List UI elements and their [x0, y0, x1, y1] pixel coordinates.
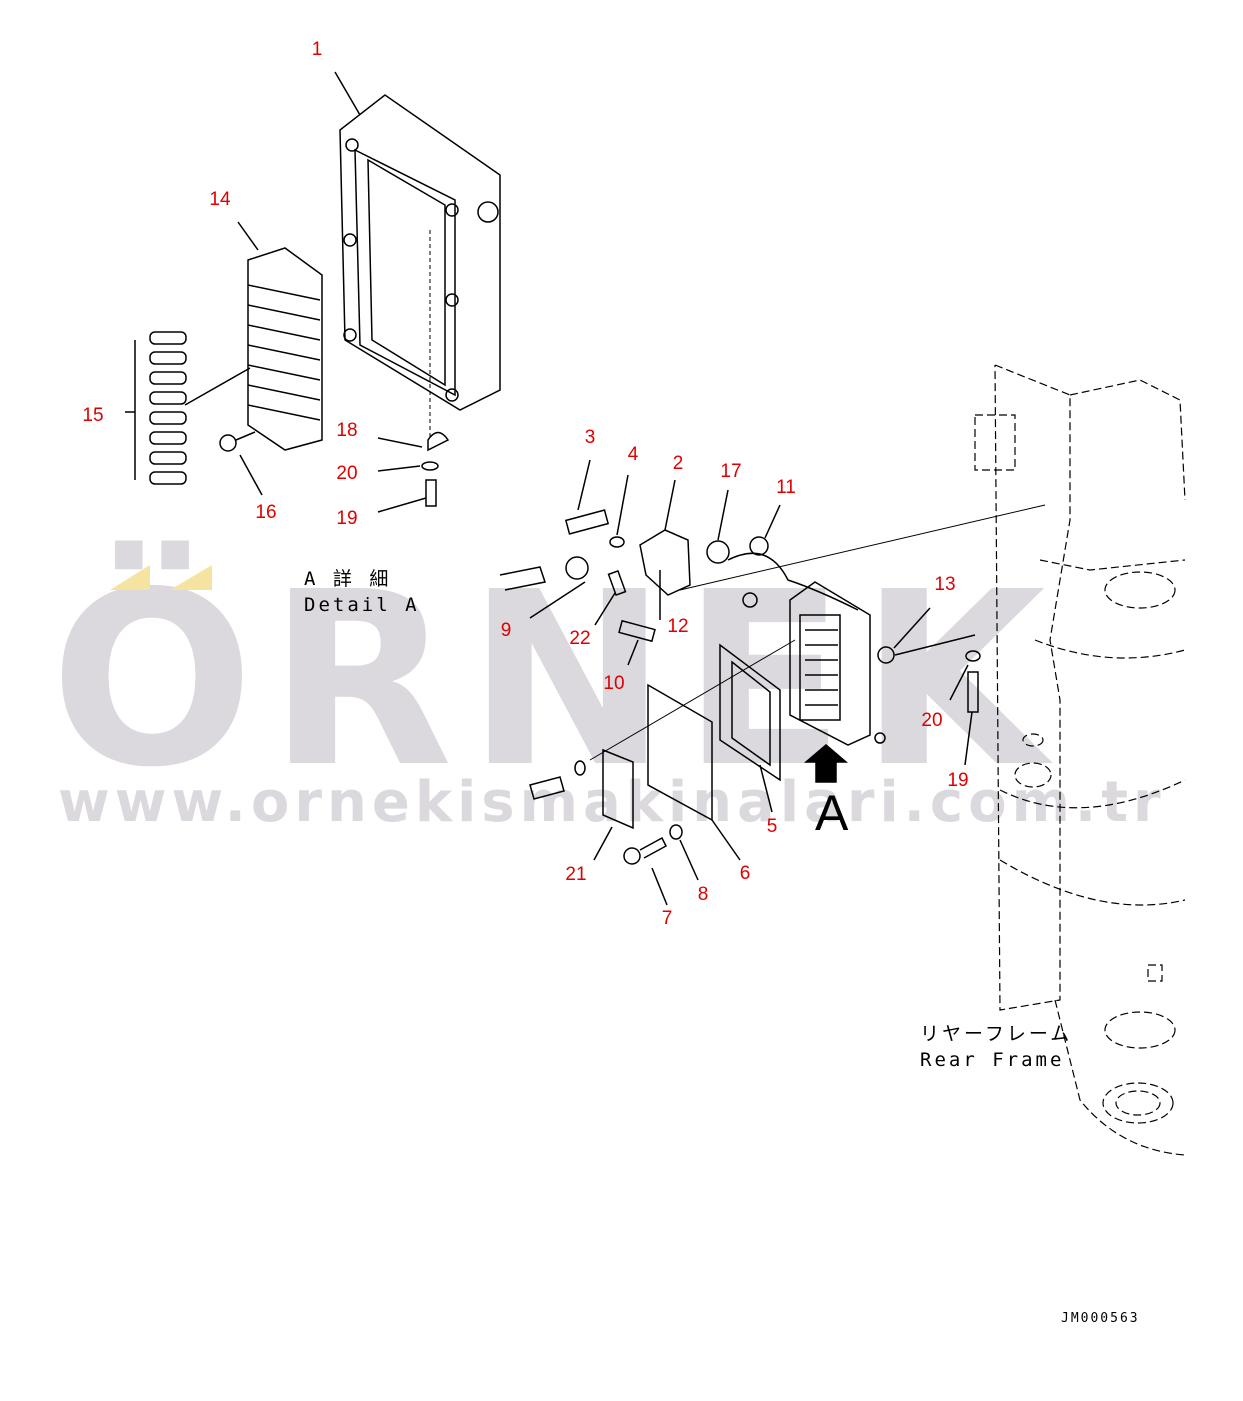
callout-5[interactable]: 5: [766, 816, 778, 837]
callout-21[interactable]: 21: [565, 864, 587, 885]
watermark-url: www.ornekismakinalari.com.tr: [58, 770, 1166, 835]
callout-16[interactable]: 16: [255, 502, 277, 523]
detail-label: A 詳 細 Detail A: [304, 566, 420, 618]
callout-22[interactable]: 22: [569, 628, 591, 649]
callout-9[interactable]: 9: [500, 620, 512, 641]
callout-8[interactable]: 8: [697, 884, 709, 905]
callout-6[interactable]: 6: [739, 863, 751, 884]
callout-20b[interactable]: 20: [921, 710, 943, 731]
callout-2[interactable]: 2: [672, 453, 684, 474]
view-arrow-label: A: [815, 785, 849, 841]
callout-12[interactable]: 12: [667, 616, 689, 637]
callout-20[interactable]: 20: [336, 463, 358, 484]
view-arrow-icon: [803, 744, 849, 783]
rear-frame-label: リヤーフレーム Rear Frame: [920, 1021, 1072, 1073]
controller-box-part-1: [334, 71, 501, 411]
callout-18[interactable]: 18: [336, 420, 358, 441]
callout-3[interactable]: 3: [584, 427, 596, 448]
callout-1[interactable]: 1: [311, 39, 323, 60]
fuses-part-15: [125, 331, 251, 485]
rear-frame-outline: [974, 364, 1186, 1156]
fuse-holder-part-14: [237, 221, 323, 451]
callout-14[interactable]: 14: [209, 189, 231, 210]
callout-19[interactable]: 19: [336, 508, 358, 529]
callout-11[interactable]: 11: [776, 477, 796, 498]
rear-frame-label-jp: リヤーフレーム: [920, 1023, 1073, 1045]
detail-label-en: Detail A: [304, 594, 420, 616]
callout-19b[interactable]: 19: [947, 770, 969, 791]
callout-15[interactable]: 15: [82, 405, 104, 426]
callout-13[interactable]: 13: [934, 574, 956, 595]
callout-4[interactable]: 4: [627, 444, 639, 465]
connector-assembly: [499, 459, 1046, 906]
rear-frame-label-en: Rear Frame: [920, 1049, 1065, 1071]
watermark-brand: ÖRNEK: [50, 540, 1060, 820]
callout-7[interactable]: 7: [661, 908, 673, 929]
callout-10[interactable]: 10: [603, 673, 625, 694]
detail-label-jp: A 詳 細: [304, 568, 392, 590]
drawing-code: JM000563: [1061, 1311, 1140, 1326]
callout-17[interactable]: 17: [720, 461, 742, 482]
